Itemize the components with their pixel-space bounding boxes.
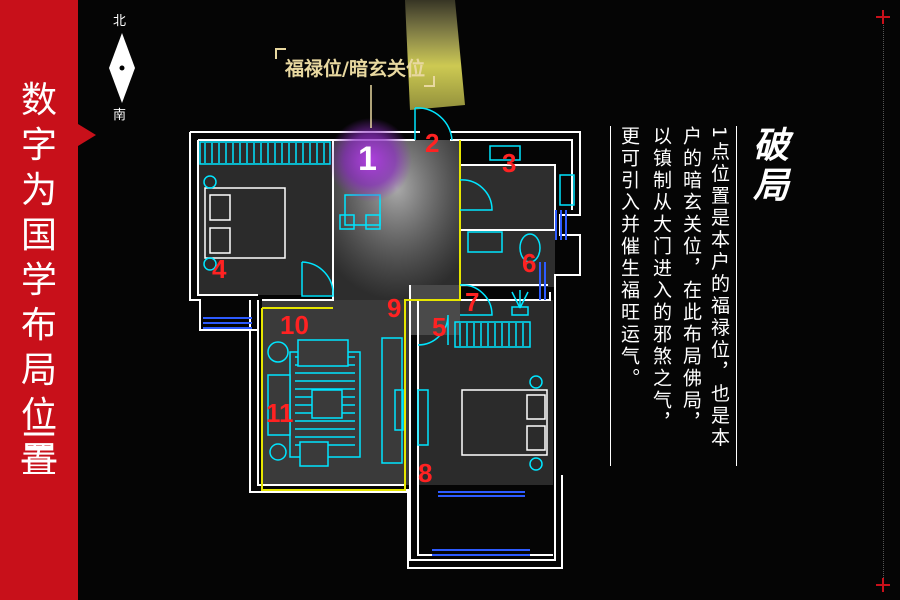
corner-mark-bottom-right xyxy=(876,578,890,592)
kitchen-fill xyxy=(460,165,555,235)
marker-number-1: 1 xyxy=(358,140,377,178)
left-banner: 数字为国学布局位置 三 xyxy=(0,0,96,600)
compass-north-label: 北 xyxy=(113,14,127,29)
explanation-column-3: 以镇制从大门进入的邪煞之气， xyxy=(650,126,672,434)
banner-subtitle: 三 xyxy=(19,426,59,472)
marker-number-11: 11 xyxy=(266,398,294,428)
text-divider-right xyxy=(736,126,737,466)
explanation-column-1: 1点位置是本户的福禄位，也是本 xyxy=(708,126,730,450)
marker-number-6: 6 xyxy=(522,248,537,278)
marker-number-2: 2 xyxy=(425,128,440,158)
position-label: 福禄位/暗玄关位 xyxy=(275,48,435,87)
marker-number-3: 3 xyxy=(502,148,517,178)
explanation-title: 破局 xyxy=(747,126,789,206)
marker-number-5: 5 xyxy=(432,312,447,342)
marker-number-9: 9 xyxy=(387,293,402,323)
compass-south-label: 南 xyxy=(113,108,127,123)
marker-number-10: 10 xyxy=(280,310,309,340)
furniture xyxy=(199,141,575,471)
marker-number-7: 7 xyxy=(465,287,480,317)
marker-number-4: 4 xyxy=(212,254,227,284)
explanation-column-4: 更可引入并催生福旺运气。 xyxy=(618,126,640,390)
bedroom-1-fill xyxy=(198,140,333,295)
zone-lines xyxy=(261,140,461,491)
corner-mark-top-right xyxy=(876,10,890,24)
door-light-beam xyxy=(405,0,465,110)
point-1-glow xyxy=(328,118,412,202)
doors xyxy=(301,107,493,346)
banner-title: 数字为国学布局位置 xyxy=(20,80,57,481)
windows xyxy=(203,210,567,556)
marker-number-8: 8 xyxy=(418,458,433,488)
text-divider-left xyxy=(610,126,611,466)
compass-icon xyxy=(107,33,137,107)
explanation-column-2: 户的暗玄关位，在此布局佛局， xyxy=(680,126,702,434)
page-border-dotted xyxy=(883,14,885,588)
